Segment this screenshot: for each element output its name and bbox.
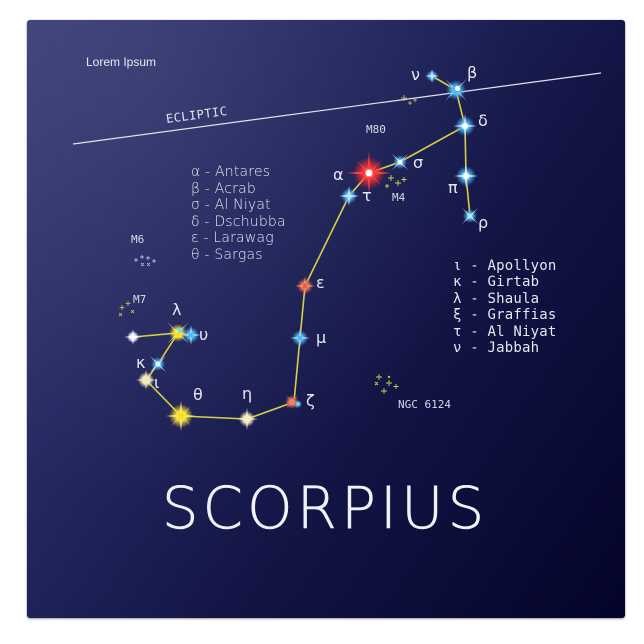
label-upsilon: υ — [199, 325, 209, 344]
star-white-tail — [124, 329, 142, 345]
legend-item-apollyon: ι - Apollyon — [453, 258, 557, 274]
star-sargas — [166, 401, 196, 431]
label-eta: η — [242, 384, 253, 403]
cluster-m7 — [118, 301, 135, 317]
label-delta: δ — [478, 111, 488, 130]
cluster-m4 — [385, 175, 407, 188]
label-beta: β — [467, 63, 478, 82]
legend-item-jabbah: ν - Jabbah — [453, 340, 540, 357]
cluster-m6 — [134, 255, 156, 267]
legend-item-dschubba: δ - Dschubba — [191, 213, 286, 230]
label-sigma: σ — [413, 153, 424, 172]
star-mu — [290, 328, 310, 348]
label-alpha: α — [333, 165, 344, 184]
label-rho: ρ — [478, 213, 489, 232]
legend-item-larawag: ε - Larawag — [191, 230, 274, 246]
star-apollyon — [136, 370, 156, 390]
label-m7: M7 — [133, 293, 147, 306]
cluster-ngc6124 — [374, 374, 399, 394]
star-antares — [347, 151, 391, 195]
legend-item-acrab: β - Acrab — [191, 180, 256, 197]
legend-item-graffias: ξ - Graffias — [453, 307, 557, 324]
label-zeta: ζ — [306, 391, 315, 410]
label-epsilon: ε — [316, 273, 325, 292]
label-pi: π — [448, 178, 458, 197]
star-eta — [236, 408, 258, 430]
star-upsilon — [181, 325, 201, 345]
star-jabbah — [425, 69, 439, 83]
brand-text: Lorem Ipsum — [86, 55, 157, 69]
legend-item-sargas: θ - Sargas — [191, 246, 263, 263]
ecliptic-line — [72, 72, 602, 145]
star-pi — [454, 164, 478, 188]
legend-left: α - Antares β - Acrab σ - Al Niyat δ - D… — [191, 164, 286, 263]
star-acrab — [445, 79, 467, 101]
label-ngc6124: NGC 6124 — [398, 398, 451, 411]
label-lambda: λ — [172, 300, 182, 319]
legend-right: ι - Apollyon κ - Girtab λ - Shaula ξ - G… — [453, 258, 557, 356]
star-map — [72, 69, 602, 431]
label-m4: M4 — [392, 191, 406, 204]
constellation-title: SCORPIUS — [161, 474, 489, 542]
star-al-niyat-sigma — [392, 154, 408, 170]
legend-item-antares: α - Antares — [191, 164, 271, 180]
legend-item-shaula: λ - Shaula — [453, 290, 540, 307]
star-dschubba — [453, 114, 477, 138]
label-tau: τ — [362, 186, 372, 205]
constellation-lines — [132, 75, 471, 420]
stars — [124, 69, 478, 431]
star-tau — [339, 186, 359, 206]
legend-item-al-niyat-tau: τ - Al Niyat — [453, 323, 557, 340]
label-mu: μ — [316, 328, 327, 347]
constellation-tile: Lorem Ipsum ECLIPTIC α - Antares β - Acr… — [27, 20, 625, 618]
star-zeta — [285, 395, 302, 409]
star-rho — [462, 208, 478, 224]
star-larawag — [295, 276, 315, 296]
label-nu: ν — [411, 65, 420, 84]
legend-item-girtab: κ - Girtab — [453, 274, 540, 291]
label-theta: θ — [193, 385, 203, 404]
label-m80: M80 — [366, 123, 386, 136]
star-shaula — [167, 322, 189, 344]
label-kappa: κ — [136, 353, 146, 372]
star-girtab — [150, 356, 166, 372]
cluster-m80 — [401, 95, 417, 105]
label-m6: M6 — [131, 233, 145, 246]
legend-item-al-niyat: σ - Al Niyat — [191, 197, 271, 213]
label-iota: ι — [154, 373, 160, 392]
